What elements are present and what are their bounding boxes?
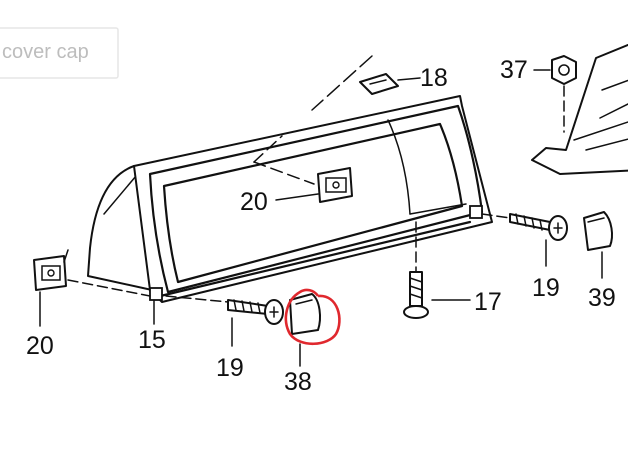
part-39-cap: 39 (583, 211, 616, 312)
label-37: 37 (500, 56, 528, 84)
instrument-cover-housing (87, 95, 493, 303)
housing-front-frame (133, 95, 493, 303)
housing-left-tab (149, 287, 163, 301)
housing-side-panel (87, 165, 153, 291)
part-19-screw-right: 19 (481, 213, 568, 302)
label-20-top: 20 (240, 188, 268, 216)
label-15: 15 (138, 326, 166, 354)
cover-cap-caption: cover cap (0, 27, 119, 79)
housing-back-floor (409, 203, 467, 215)
part-37-nut: 37 (500, 55, 577, 133)
cover-cap-caption-text: cover cap (2, 41, 89, 63)
part-20-speed-nut-inner: 20 (240, 135, 353, 216)
housing-opening-inner (162, 122, 464, 284)
part-19-screw-left: 19 (165, 295, 284, 382)
highlight-circle (284, 288, 341, 346)
label-17: 17 (474, 288, 502, 316)
housing-right-tab (469, 205, 483, 219)
part-17-screw: 17 (403, 221, 502, 319)
housing-back-wall (387, 119, 411, 215)
leader-left-nut (67, 279, 151, 297)
label-18: 18 (420, 64, 448, 92)
label-39: 39 (588, 284, 616, 312)
part-15: 15 (138, 299, 166, 354)
part-38-cover-cap: 38 (284, 288, 341, 396)
part-20-speed-nut-left: 20 (26, 249, 69, 360)
housing-side-edge (103, 175, 137, 215)
label-38: 38 (284, 368, 312, 396)
part-18-clip: 18 (359, 64, 448, 95)
assembly-line-top (311, 55, 373, 111)
mounting-bracket (531, 43, 628, 175)
label-19-right: 19 (532, 274, 560, 302)
label-20-left: 20 (26, 332, 54, 360)
label-19-left: 19 (216, 354, 244, 382)
